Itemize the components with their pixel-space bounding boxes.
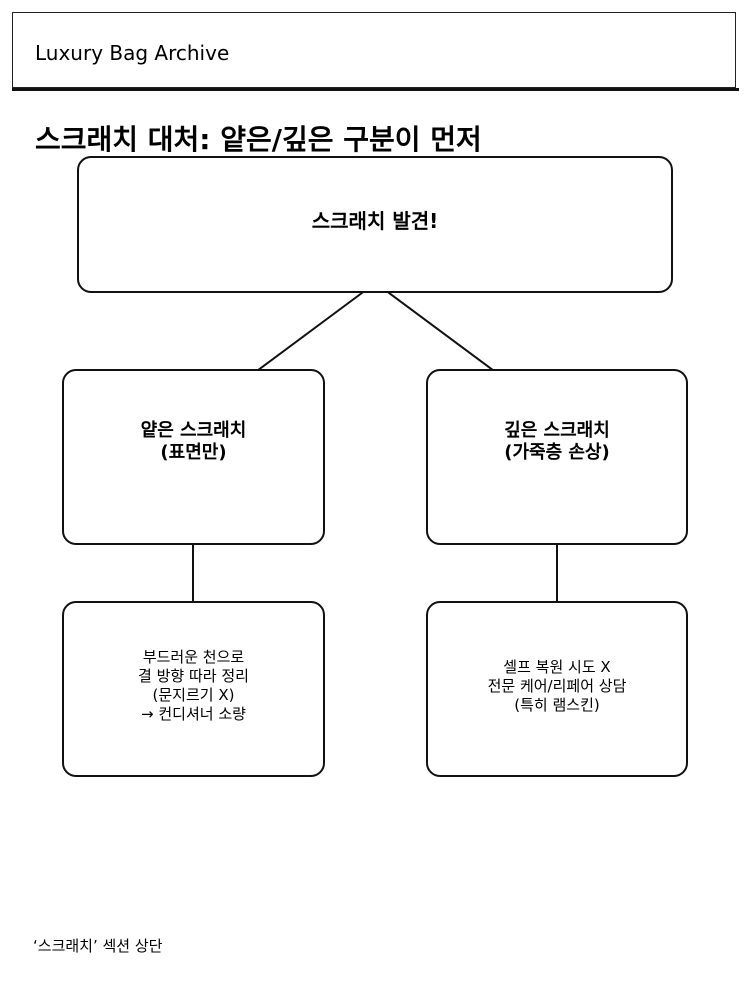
node-deep-label: 깊은 스크래치 (가죽층 손상) [504,420,610,463]
node-root: 스크래치 발견! [77,156,673,293]
page-title: 스크래치 대처: 얕은/깊은 구분이 먼저 [35,123,482,156]
node-shallow-action: 부드러운 천으로 결 방향 따라 정리 (문지르기 X) → 컨디셔너 소량 [62,601,325,777]
node-shallow-label: 얕은 스크래치 (표면만) [140,420,247,463]
header-box: Luxury Bag Archive [12,12,736,88]
node-shallow: 얕은 스크래치 (표면만) [62,369,325,545]
node-deep: 깊은 스크래치 (가죽층 손상) [426,369,688,545]
node-deep-action-label: 셀프 복원 시도 X 전문 케어/리페어 상담 (특히 램스킨) [487,657,627,714]
node-shallow-action-label: 부드러운 천으로 결 방향 따라 정리 (문지르기 X) → 컨디셔너 소량 [138,648,249,723]
node-root-label: 스크래치 발견! [311,209,439,233]
node-deep-action: 셀프 복원 시도 X 전문 케어/리페어 상담 (특히 램스킨) [426,601,688,777]
footnote: ‘스크래치’ 섹션 상단 [33,937,163,955]
header-title: Luxury Bag Archive [35,41,230,65]
header-divider [12,88,739,91]
